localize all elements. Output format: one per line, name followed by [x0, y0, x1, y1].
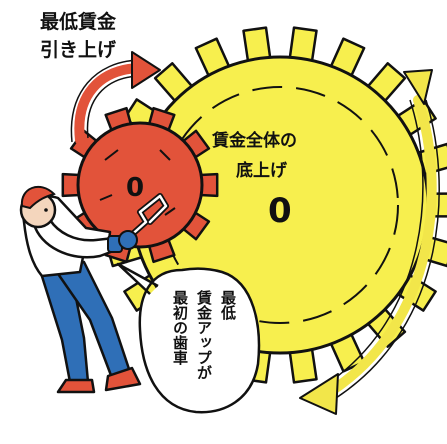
- person-shoe-front: [104, 366, 142, 392]
- yellow-arrow-shaft: [325, 95, 437, 397]
- person-shoe-back: [56, 378, 96, 394]
- person-hand: [118, 230, 138, 250]
- small-gear-shading: [99, 149, 176, 216]
- yellow-arrow-tail: [403, 69, 433, 105]
- big-gear-mark: 0: [268, 191, 292, 231]
- speech-bubble-shape: [116, 262, 261, 414]
- person-eye: [44, 208, 48, 212]
- yellow-arrow-head: [299, 373, 339, 415]
- yellow-arrow-outline: [323, 99, 440, 399]
- small-gear-body: [76, 121, 204, 249]
- bubble-column2: 賃金アップが: [195, 289, 213, 380]
- caption-line1: 最低賃金: [40, 10, 117, 33]
- bubble-column3: 最初の歯車: [171, 289, 189, 366]
- speech-bubble: [116, 262, 261, 414]
- caption-line2: 引き上げ: [40, 39, 117, 61]
- red-arrow-shaft: [74, 63, 143, 145]
- bubble-column1: 最低: [219, 289, 237, 321]
- red-arrow-outline: [70, 59, 139, 143]
- red-arrow-head: [131, 51, 161, 89]
- small-gear-mark: 0: [126, 173, 144, 203]
- red-arrow: [70, 51, 161, 145]
- crank-handle: [125, 193, 169, 241]
- small-red-gear: [61, 106, 219, 264]
- big-gear-label-line2: 底上げ: [236, 160, 288, 181]
- person-hair: [20, 185, 56, 210]
- person: [19, 185, 142, 394]
- big-gear-label-line1: 賃金全体の: [211, 130, 297, 151]
- yellow-arrow: [299, 69, 440, 415]
